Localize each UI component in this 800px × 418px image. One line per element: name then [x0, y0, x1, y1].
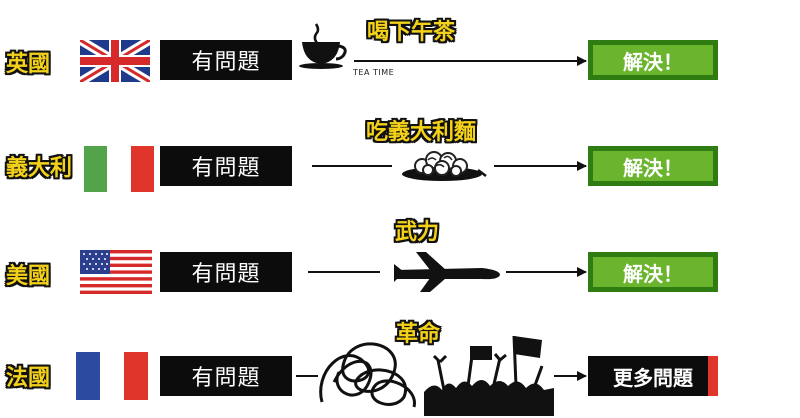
row-usa: 美國 有問題 武力 解決！ — [0, 208, 800, 308]
usa-flag-icon — [80, 250, 152, 294]
method-label-italy: 吃義大利麵 — [366, 120, 477, 145]
problem-box-usa: 有問題 — [160, 252, 292, 292]
country-label-uk: 英國 — [6, 52, 51, 77]
pasta-plate-icon — [402, 151, 487, 181]
uk-flag-icon — [80, 40, 150, 82]
result-box-italy: 解決！ — [588, 146, 718, 186]
protest-crowd-icon — [424, 335, 554, 416]
problem-box-italy: 有問題 — [160, 146, 292, 186]
row-uk: 英國 有問題 TEA TIME 喝下午茶 解決！ — [0, 0, 800, 100]
tea-time-caption: TEA TIME — [353, 68, 395, 77]
country-label-france: 法國 — [6, 366, 51, 391]
teacup-icon — [299, 23, 347, 69]
country-label-italy: 義大利 — [6, 156, 73, 181]
problem-box-france: 有問題 — [160, 356, 292, 396]
method-label-usa: 武力 — [395, 220, 440, 245]
italy-flag-icon — [84, 146, 154, 192]
result-box-usa: 解決！ — [588, 252, 718, 292]
result-box-uk: 解決！ — [588, 40, 718, 80]
method-label-uk: 喝下午茶 — [367, 20, 456, 45]
method-label-france: 革命 — [396, 322, 441, 347]
tangle-scribble-icon — [319, 342, 416, 408]
problem-box-uk: 有問題 — [160, 40, 292, 80]
result-box-france: 更多問題 — [588, 356, 718, 396]
row-france: 法國 有問題 革命 更多問題 — [0, 312, 800, 416]
row-italy: 義大利 有問題 吃義大利麵 解決！ — [0, 104, 800, 204]
france-flag-icon — [76, 352, 148, 400]
country-label-usa: 美國 — [6, 264, 51, 289]
drone-icon — [394, 252, 500, 292]
